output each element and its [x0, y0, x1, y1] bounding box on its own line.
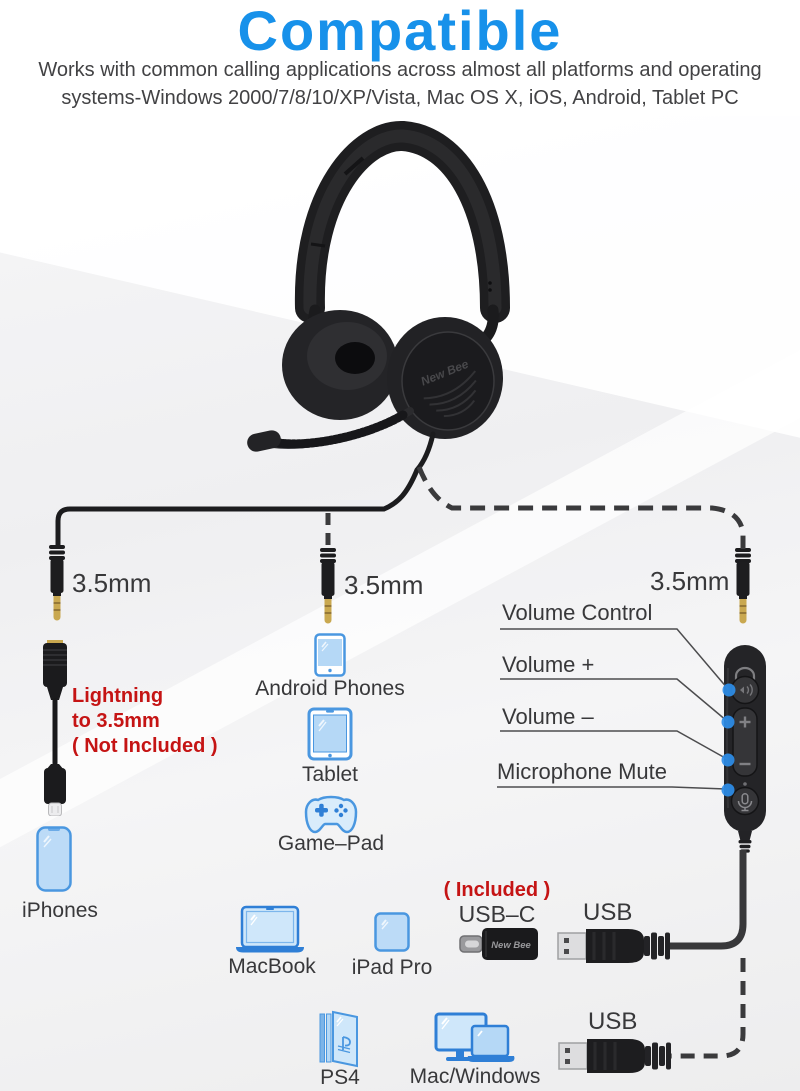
device-label-ps4: PS4: [320, 1066, 360, 1089]
jack-label-right: 3.5mm: [650, 566, 730, 596]
adapter-note-line-3: ( Not Included ): [72, 735, 218, 757]
usbc-label: USB–C: [458, 901, 536, 927]
subtitle-line-2: systems-Windows 2000/7/8/10/XP/Vista, Ma…: [61, 87, 739, 109]
audio-jack-left-icon: [49, 545, 65, 621]
callout-volume-down: Volume –: [502, 704, 594, 729]
usb-plug-mid-icon: [557, 929, 670, 963]
adapter-note: Lightning to 3.5mm ( Not Included ): [72, 684, 218, 759]
subtitle-line-1: Works with common calling applications a…: [38, 59, 762, 81]
inline-remote-control: [724, 645, 766, 853]
callout-volume-up: Volume +: [502, 652, 595, 677]
audio-jack-middle-icon: [320, 548, 336, 624]
callout-mic-mute: Microphone Mute: [497, 759, 667, 784]
ps4-icon: [319, 1010, 358, 1068]
device-label-mac-windows: Mac/Windows: [409, 1065, 541, 1088]
page-title: Compatible: [237, 0, 563, 62]
mac-windows-icon: [434, 1012, 515, 1062]
device-label-android-phones: Android Phones: [255, 677, 405, 700]
usbc-adapter-icon: New Bee: [459, 928, 538, 960]
macbook-icon: [236, 905, 304, 953]
usbc-brand-text: New Bee: [491, 940, 531, 951]
audio-jack-right-icon: [735, 548, 751, 624]
volume-control-button: [730, 675, 760, 705]
ipad-pro-icon: [374, 912, 410, 952]
callout-volume-control: Volume Control: [502, 600, 653, 625]
adapter-note-line-1: Lightning: [72, 685, 164, 707]
iphone-icon: [36, 826, 72, 892]
jack-label-middle: 3.5mm: [344, 570, 424, 600]
gamepad-icon: [304, 795, 358, 834]
lightning-adapter-icon: [43, 640, 67, 816]
device-label-macbook: MacBook: [228, 955, 316, 978]
device-label-ipad-pro: iPad Pro: [351, 956, 433, 979]
usb-plug-bottom-icon: [558, 1039, 671, 1073]
device-label-tablet: Tablet: [301, 763, 359, 786]
usb-mid-label: USB: [583, 899, 633, 926]
headset-image: New Bee: [247, 121, 510, 473]
adapter-note-line-2: to 3.5mm: [72, 710, 160, 732]
usbc-included-note: ( Included ): [443, 879, 551, 901]
jack-label-left: 3.5mm: [72, 568, 152, 598]
tablet-icon: [307, 707, 353, 761]
device-label-iphones: iPhones: [22, 899, 98, 922]
device-label-gamepad: Game–Pad: [277, 832, 385, 855]
usb-bottom-label: USB: [588, 1008, 638, 1035]
android-phone-icon: [314, 633, 346, 677]
